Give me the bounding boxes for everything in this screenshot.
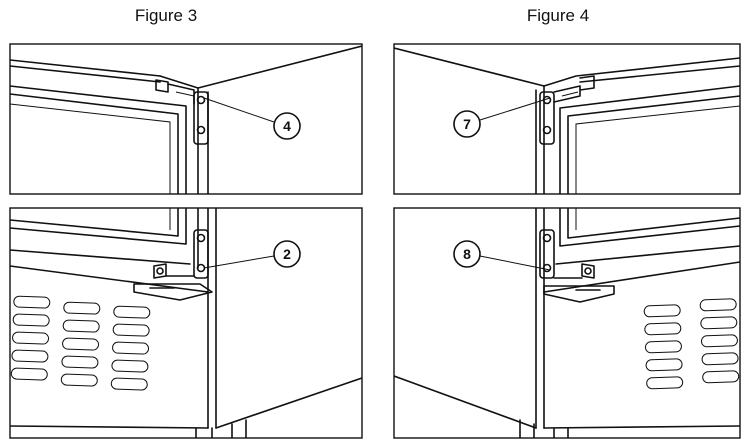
figure-4-top-panel: 7	[393, 43, 741, 195]
callout-7: 7	[463, 116, 471, 132]
figure-3-top-panel: 4	[9, 43, 363, 195]
callout-8: 8	[463, 246, 471, 262]
callout-4: 4	[283, 118, 291, 134]
figure-4-title: Figure 4	[526, 6, 590, 25]
figure-4-bottom-panel: 8	[393, 207, 741, 439]
callout-2: 2	[283, 246, 291, 262]
figure-3-title: Figure 3	[134, 6, 198, 25]
figure-3-bottom-panel: 2	[9, 207, 363, 439]
